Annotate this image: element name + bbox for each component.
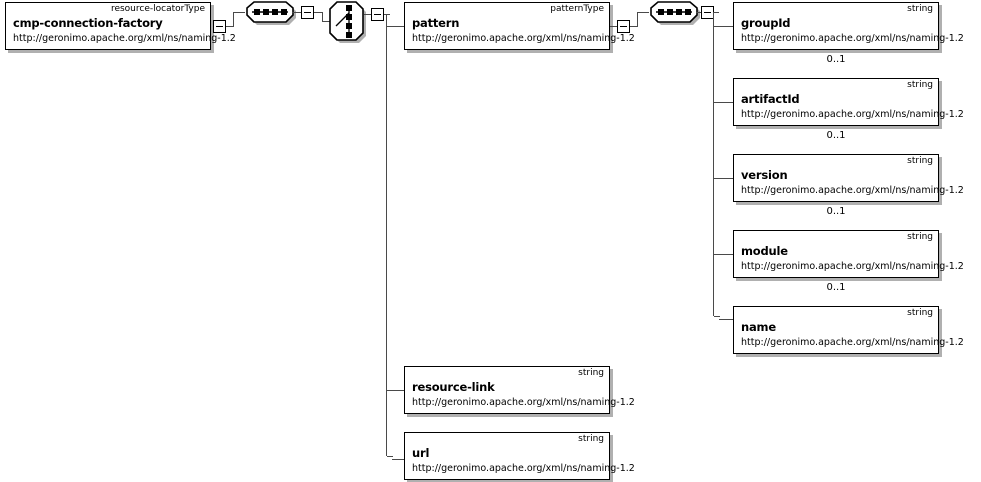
connector-line [292, 12, 302, 13]
element-type-label: string [578, 434, 604, 444]
cardinality-label-module: 0..1 [826, 282, 846, 293]
element-namespace-label: http://geronimo.apache.org/xml/ns/naming… [741, 261, 964, 272]
connector-line [322, 21, 330, 22]
element-type-label: string [907, 308, 933, 318]
connector-line [696, 12, 702, 13]
element-type-label: string [907, 4, 933, 14]
element-name-label: groupId [741, 16, 791, 30]
connector-line [392, 459, 404, 460]
element-type-label: string [578, 368, 604, 378]
expand-collapse-toggle-sequence-root[interactable] [301, 6, 314, 19]
element-box-pattern[interactable]: patternType pattern http://geronimo.apac… [404, 2, 635, 50]
element-name-label: artifactId [741, 92, 800, 106]
element-type-label: string [907, 232, 933, 242]
element-namespace-label: http://geronimo.apache.org/xml/ns/naming… [412, 463, 635, 474]
element-namespace-label: http://geronimo.apache.org/xml/ns/naming… [741, 185, 964, 196]
element-box-resource-link[interactable]: string resource-link http://geronimo.apa… [404, 366, 635, 414]
cardinality-label-version: 0..1 [826, 206, 846, 217]
connector-trunk-choice [386, 14, 387, 456]
element-namespace-label: http://geronimo.apache.org/xml/ns/naming… [412, 397, 635, 408]
element-namespace-label: http://geronimo.apache.org/xml/ns/naming… [741, 337, 964, 348]
connector-line [713, 26, 733, 27]
element-box-artifactid[interactable]: string artifactId http://geronimo.apache… [733, 78, 964, 126]
element-namespace-label: http://geronimo.apache.org/xml/ns/naming… [741, 33, 964, 44]
connector-line [713, 102, 733, 103]
cardinality-label-artifactid: 0..1 [826, 130, 846, 141]
element-namespace-label: http://geronimo.apache.org/xml/ns/naming… [412, 33, 635, 44]
sequence-icon[interactable] [244, 0, 296, 26]
element-namespace-label: http://geronimo.apache.org/xml/ns/naming… [741, 109, 964, 120]
expand-collapse-toggle-pattern[interactable] [617, 20, 630, 33]
element-type-label: patternType [550, 4, 604, 14]
element-name-label: pattern [412, 16, 460, 30]
element-name-label: url [412, 446, 430, 460]
connector-line [637, 12, 638, 27]
connector-line [386, 26, 404, 27]
connector-line [233, 12, 245, 13]
sequence-icon[interactable] [648, 0, 700, 26]
expand-collapse-toggle-choice[interactable] [371, 8, 384, 21]
connector-line [384, 14, 390, 15]
connector-line [314, 12, 323, 13]
element-name-label: module [741, 244, 788, 258]
connector-line [637, 12, 649, 13]
element-box-name[interactable]: string name http://geronimo.apache.org/x… [733, 306, 964, 354]
connector-line [364, 14, 372, 15]
connector-line [714, 12, 719, 13]
element-type-label: string [907, 80, 933, 90]
element-name-label: cmp-connection-factory [13, 16, 163, 30]
connector-line [322, 12, 323, 22]
cardinality-label-groupid: 0..1 [826, 54, 846, 65]
element-box-version[interactable]: string version http://geronimo.apache.or… [733, 154, 964, 202]
choice-icon[interactable] [328, 0, 368, 44]
element-name-label: resource-link [412, 380, 495, 394]
expand-collapse-toggle-root[interactable] [213, 20, 226, 33]
element-box-groupid[interactable]: string groupId http://geronimo.apache.or… [733, 2, 964, 50]
connector-line [610, 26, 618, 27]
element-box-url[interactable]: string url http://geronimo.apache.org/xm… [404, 432, 635, 480]
element-name-label: name [741, 320, 776, 334]
connector-line [387, 456, 393, 457]
connector-line [719, 319, 733, 320]
connector-line [386, 390, 404, 391]
element-box-cmp-connection-factory[interactable]: resource-locatorType cmp-connection-fact… [5, 2, 236, 50]
element-type-label: resource-locatorType [110, 4, 205, 14]
connector-line [233, 12, 234, 27]
connector-line [713, 178, 733, 179]
connector-line [714, 316, 720, 317]
connector-trunk-sequence-pattern [713, 12, 714, 316]
connector-line [713, 254, 733, 255]
connector-line [630, 26, 638, 27]
element-box-module[interactable]: string module http://geronimo.apache.org… [733, 230, 964, 278]
element-namespace-label: http://geronimo.apache.org/xml/ns/naming… [13, 33, 236, 44]
element-name-label: version [741, 168, 788, 182]
connector-line [226, 26, 234, 27]
element-type-label: string [907, 156, 933, 166]
